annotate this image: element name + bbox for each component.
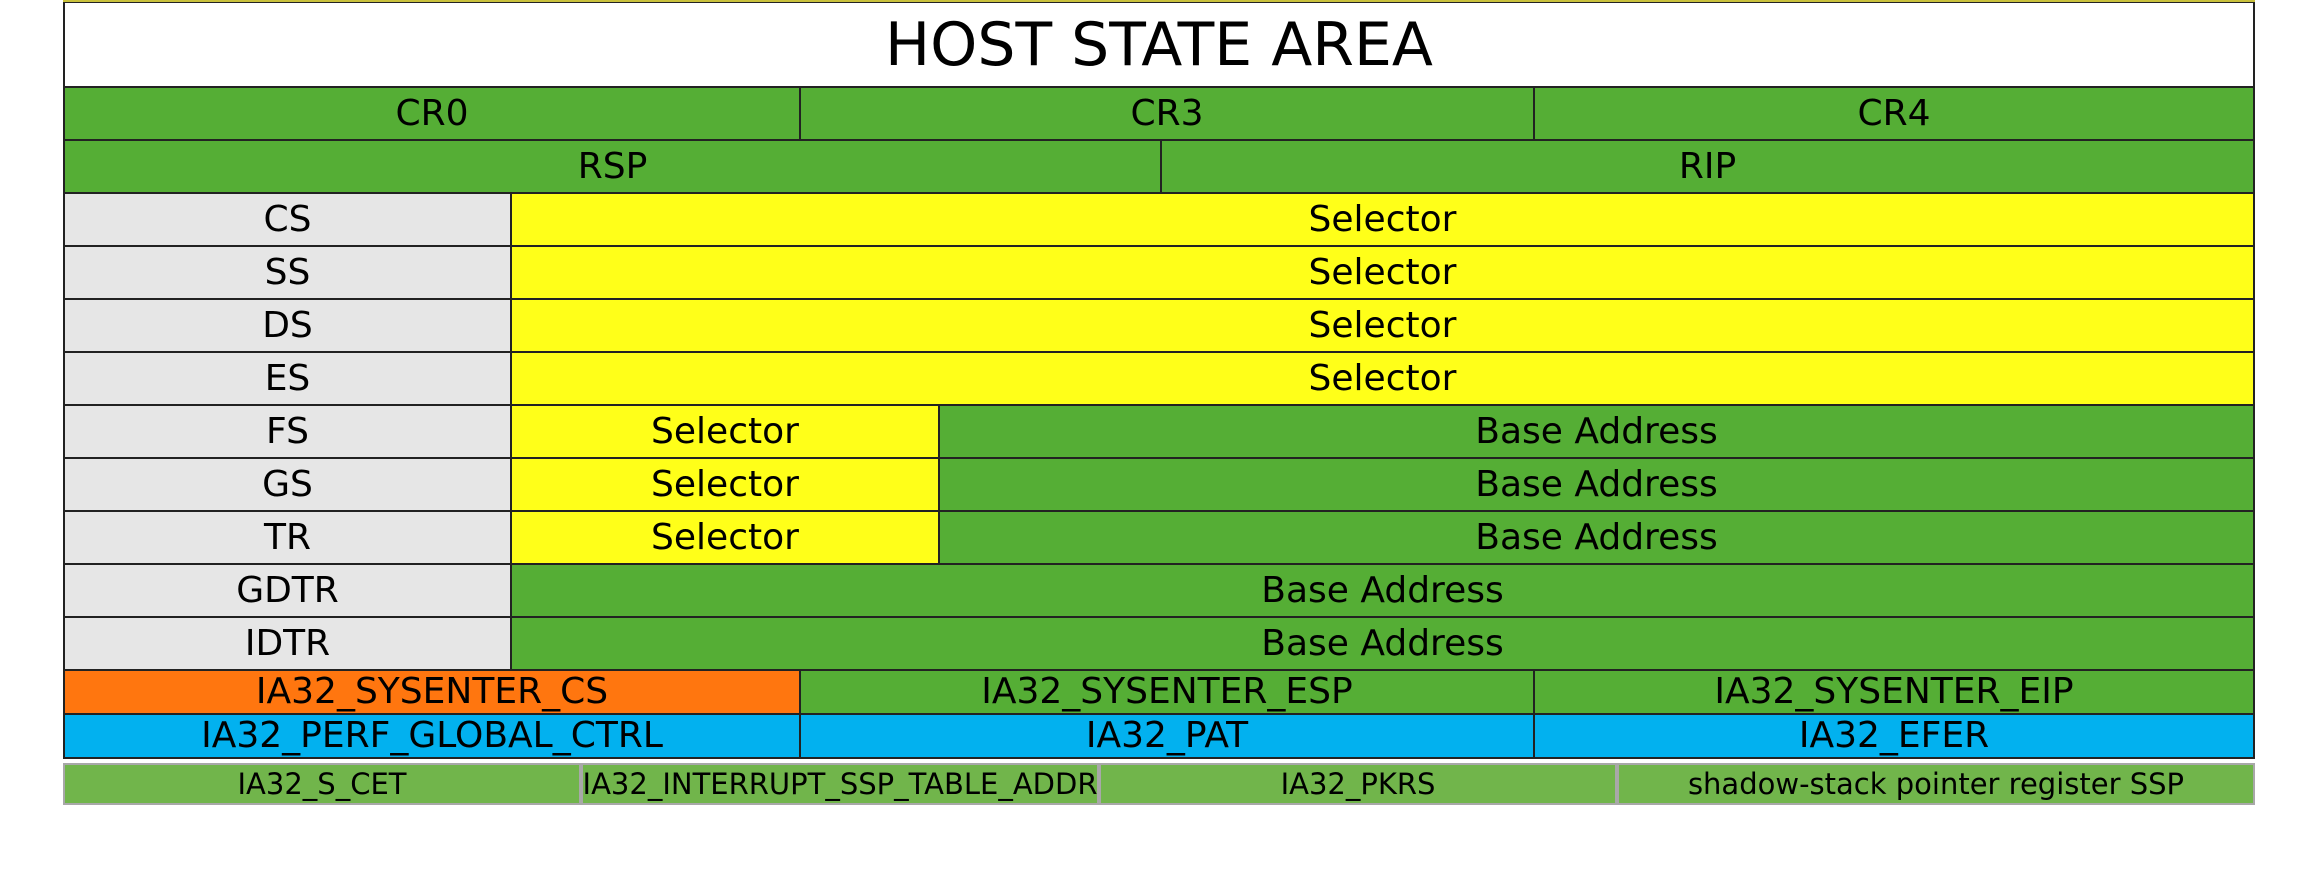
segment-label: DS xyxy=(65,300,510,351)
selector-field: Selector xyxy=(510,353,2253,404)
ia32-perf-global-ctrl-cell: IA32_PERF_GLOBAL_CTRL xyxy=(65,715,799,757)
segment-row-es: ES Selector xyxy=(63,353,2255,406)
ia32-interrupt-ssp-table-addr-cell: IA32_INTERRUPT_SSP_TABLE_ADDR xyxy=(581,763,1099,805)
segment-label: GS xyxy=(65,459,510,510)
host-state-area-diagram: HOST STATE AREA CR0 CR3 CR4 RSP RIP CS S… xyxy=(63,0,2255,805)
segment-row-gs: GS Selector Base Address xyxy=(63,459,2255,512)
ia32-efer-cell: IA32_EFER xyxy=(1533,715,2253,757)
selector-field: Selector xyxy=(510,247,2253,298)
cet-field-row: IA32_S_CET IA32_INTERRUPT_SSP_TABLE_ADDR… xyxy=(63,763,2255,805)
base-address-field: Base Address xyxy=(938,406,2253,457)
ia32-sysenter-cs-cell: IA32_SYSENTER_CS xyxy=(65,671,799,713)
base-address-field: Base Address xyxy=(938,459,2253,510)
segment-row-fs: FS Selector Base Address xyxy=(63,406,2255,459)
cr3-cell: CR3 xyxy=(799,88,1533,139)
selector-field: Selector xyxy=(510,194,2253,245)
base-address-field: Base Address xyxy=(938,512,2253,563)
ia32-sysenter-eip-cell: IA32_SYSENTER_EIP xyxy=(1533,671,2253,713)
ia32-pkrs-cell: IA32_PKRS xyxy=(1099,763,1617,805)
ia32-s-cet-cell: IA32_S_CET xyxy=(63,763,581,805)
ia32-pat-cell: IA32_PAT xyxy=(799,715,1533,757)
rip-cell: RIP xyxy=(1160,141,2253,192)
pointer-row: RSP RIP xyxy=(63,141,2255,194)
cr0-cell: CR0 xyxy=(65,88,799,139)
selector-field: Selector xyxy=(510,459,938,510)
ia32-sysenter-esp-cell: IA32_SYSENTER_ESP xyxy=(799,671,1533,713)
segment-label: FS xyxy=(65,406,510,457)
shadow-stack-pointer-cell: shadow-stack pointer register SSP xyxy=(1617,763,2255,805)
msr-row: IA32_PERF_GLOBAL_CTRL IA32_PAT IA32_EFER xyxy=(63,715,2255,759)
sysenter-msr-row: IA32_SYSENTER_CS IA32_SYSENTER_ESP IA32_… xyxy=(63,671,2255,715)
base-address-field: Base Address xyxy=(510,565,2253,616)
segment-label: CS xyxy=(65,194,510,245)
segment-row-ds: DS Selector xyxy=(63,300,2255,353)
rsp-cell: RSP xyxy=(65,141,1160,192)
selector-field: Selector xyxy=(510,512,938,563)
segment-label: ES xyxy=(65,353,510,404)
diagram-title: HOST STATE AREA xyxy=(63,0,2255,88)
segment-label: SS xyxy=(65,247,510,298)
control-register-row: CR0 CR3 CR4 xyxy=(63,88,2255,141)
selector-field: Selector xyxy=(510,300,2253,351)
segment-row-ss: SS Selector xyxy=(63,247,2255,300)
base-address-field: Base Address xyxy=(510,618,2253,669)
selector-field: Selector xyxy=(510,406,938,457)
segment-row-tr: TR Selector Base Address xyxy=(63,512,2255,565)
cr4-cell: CR4 xyxy=(1533,88,2253,139)
segment-row-idtr: IDTR Base Address xyxy=(63,618,2255,671)
segment-row-gdtr: GDTR Base Address xyxy=(63,565,2255,618)
segment-label: TR xyxy=(65,512,510,563)
segment-row-cs: CS Selector xyxy=(63,194,2255,247)
segment-label: GDTR xyxy=(65,565,510,616)
segment-label: IDTR xyxy=(65,618,510,669)
